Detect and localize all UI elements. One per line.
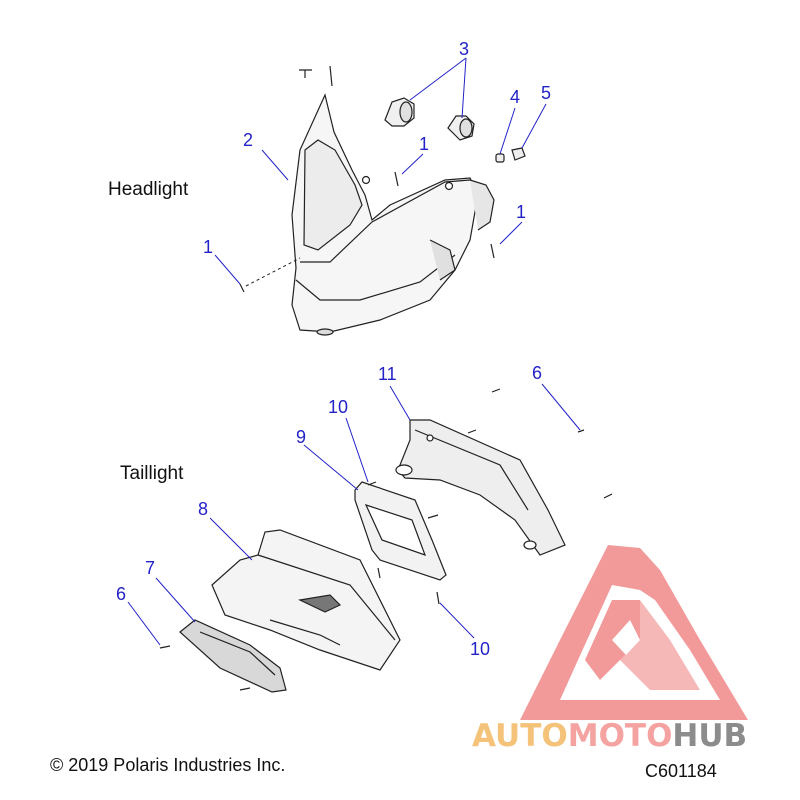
watermark-logo-icon [520, 545, 748, 720]
callout-7: 7 [145, 558, 156, 578]
callout-10-top: 10 [328, 397, 349, 417]
taillight-gasket [354, 481, 447, 581]
callout-2: 2 [243, 130, 254, 150]
watermark-text: AUTOMOTOHUB [472, 718, 748, 754]
taillight-housing [211, 529, 401, 671]
diagram-code: C601184 [645, 761, 717, 781]
callout-8: 8 [198, 499, 209, 519]
callout-4: 4 [510, 87, 521, 107]
callout-10-bottom: 10 [470, 639, 491, 659]
callout-9: 9 [296, 427, 307, 447]
taillight-mount-bracket [395, 419, 566, 556]
hardware-icon [239, 65, 526, 293]
taillight-lens [179, 619, 287, 693]
bulb-icon [384, 97, 475, 141]
leader-lines [127, 57, 581, 646]
section-title-taillight: Taillight [120, 463, 184, 484]
callout-11: 11 [378, 364, 397, 384]
section-title-headlight: Headlight [108, 179, 189, 200]
callout-6-right: 6 [532, 363, 543, 383]
callout-1-top: 1 [419, 134, 430, 154]
screw-icon [159, 388, 613, 691]
callout-1-left: 1 [203, 237, 214, 257]
callout-3: 3 [459, 39, 470, 59]
copyright-text: © 2019 Polaris Industries Inc. [50, 755, 286, 775]
callout-6-left: 6 [116, 584, 127, 604]
headlight-housing [291, 93, 495, 336]
callout-5: 5 [541, 83, 552, 103]
callout-1-right: 1 [516, 202, 527, 222]
